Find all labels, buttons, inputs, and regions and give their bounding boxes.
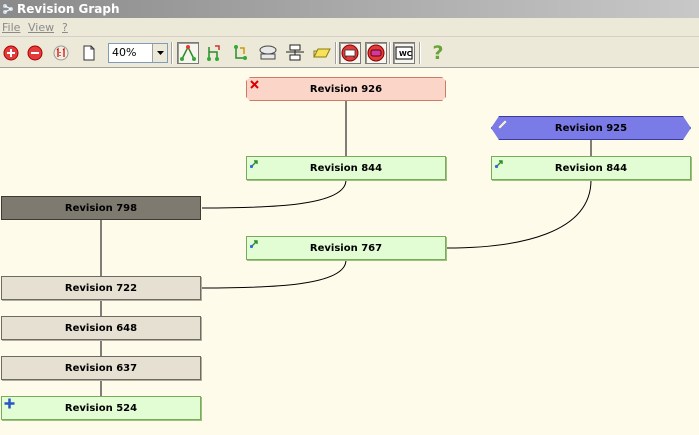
group-button[interactable]: [257, 42, 279, 64]
wc-button[interactable]: WC: [393, 42, 415, 64]
toolbar: 40%: [0, 37, 699, 68]
revision-node-722[interactable]: Revision 722: [1, 276, 201, 300]
toolbar-separator: [419, 42, 421, 64]
toolbar-separator: [335, 42, 337, 64]
copy-arrow-icon: [249, 160, 258, 169]
menu-view[interactable]: View: [28, 21, 55, 34]
zoom-in-icon: [3, 45, 19, 61]
show-changes-button[interactable]: [203, 42, 225, 64]
revision-node-767[interactable]: Revision 767: [246, 236, 446, 260]
chevron-down-icon: [156, 51, 164, 55]
stop-red-icon: [367, 44, 385, 62]
branch-graph-icon: [180, 45, 196, 61]
rename-pencil-icon: [498, 120, 507, 129]
copy-arrow-icon: [249, 240, 258, 249]
toolbar-separator: [389, 42, 391, 64]
zoom-out-button[interactable]: [24, 42, 46, 64]
page-icon: [83, 45, 95, 61]
help-button[interactable]: ?: [427, 42, 449, 64]
filter-red-icon: [341, 44, 359, 62]
deleted-x-icon: [250, 80, 259, 89]
edge: [201, 259, 347, 289]
layout-button[interactable]: [284, 42, 306, 64]
revision-label: Revision 798: [64, 202, 138, 214]
wc-icon: [395, 46, 413, 60]
revision-label: Revision 844: [309, 162, 383, 174]
revision-node-844-trunk[interactable]: Revision 844: [246, 156, 446, 180]
revision-node-926[interactable]: Revision 926: [246, 77, 446, 101]
zoom-value: 40%: [112, 46, 137, 59]
revision-graph-canvas[interactable]: Revision 926 Revision 925 Revision 844 R…: [0, 68, 699, 435]
actual-size-button[interactable]: [50, 42, 72, 64]
graph-edges: [100, 101, 592, 396]
menu-file[interactable]: File: [2, 21, 21, 34]
folder-icon: [313, 48, 331, 58]
show-tags-icon: [234, 45, 247, 60]
zoom-in-button[interactable]: [0, 42, 22, 64]
revision-node-637[interactable]: Revision 637: [1, 356, 201, 380]
revision-label: Revision 648: [64, 322, 138, 334]
zoom-dropdown-button[interactable]: [152, 44, 167, 62]
revision-label: Revision 637: [64, 362, 138, 374]
edge: [446, 179, 592, 249]
group-icon: [259, 45, 277, 60]
actual-size-icon: [53, 45, 69, 61]
folder-button[interactable]: [311, 42, 333, 64]
menu-help[interactable]: ?: [62, 21, 68, 34]
revision-label: Revision 767: [309, 242, 383, 254]
revision-label: Revision 925: [554, 122, 628, 134]
wc-label: WC: [399, 50, 412, 58]
copy-arrow-icon: [494, 160, 503, 169]
revision-node-524[interactable]: Revision 524: [1, 396, 201, 420]
menu-bar: File View ?: [0, 18, 699, 37]
window-title: Revision Graph: [17, 2, 120, 16]
help-icon: ?: [432, 42, 444, 64]
page-button[interactable]: [78, 42, 100, 64]
revision-node-648[interactable]: Revision 648: [1, 316, 201, 340]
revision-label: Revision 524: [64, 402, 138, 414]
revision-node-844-branch[interactable]: Revision 844: [491, 156, 691, 180]
zoom-select[interactable]: 40%: [108, 43, 168, 63]
revision-node-798[interactable]: Revision 798: [1, 196, 201, 220]
revision-label: Revision 844: [554, 162, 628, 174]
zoom-out-icon: [27, 45, 43, 61]
show-changes-icon: [207, 45, 220, 61]
edge: [201, 179, 347, 209]
layout-icon: [286, 44, 304, 61]
added-plus-icon: [4, 398, 15, 409]
filter-button[interactable]: [339, 42, 361, 64]
stop-button[interactable]: [365, 42, 387, 64]
revision-node-925[interactable]: Revision 925: [491, 116, 691, 140]
toolbar-separator: [171, 42, 173, 64]
revision-graph-app-icon: [3, 4, 13, 14]
revision-label: Revision 926: [309, 83, 383, 95]
branch-graph-button[interactable]: [177, 42, 199, 64]
show-tags-button[interactable]: [230, 42, 252, 64]
revision-label: Revision 722: [64, 282, 138, 294]
title-bar: Revision Graph: [0, 0, 699, 18]
